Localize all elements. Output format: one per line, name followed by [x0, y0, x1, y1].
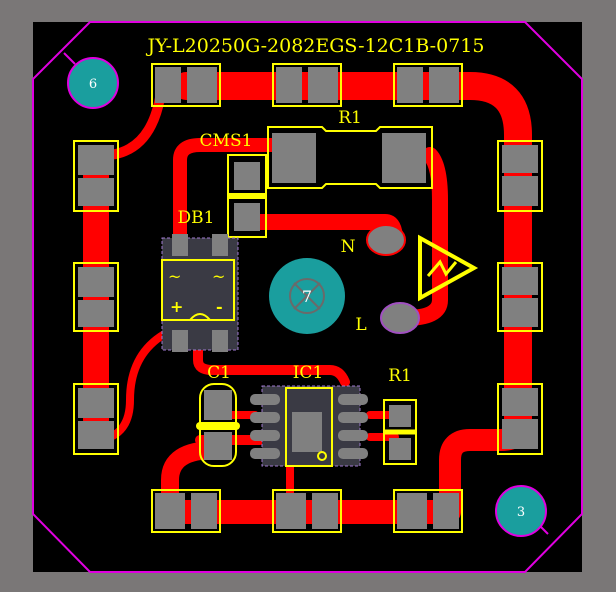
bridge-plus: + — [170, 297, 183, 316]
label-cms1: CMS1 — [200, 131, 253, 151]
board-outline — [32, 21, 583, 573]
center-hole-7-label: 7 — [302, 287, 312, 306]
mounting-hole-6-label: 6 — [89, 77, 97, 92]
ic-ic1 — [250, 385, 368, 467]
led-bottom-left — [151, 489, 221, 533]
led-bottom-right — [393, 489, 463, 533]
center-hole-7 — [269, 258, 345, 334]
led-left-bottom — [73, 383, 119, 455]
led-pads — [73, 63, 543, 533]
led-bottom-mid — [272, 489, 342, 533]
corner-cut-tl — [63, 52, 76, 65]
led-top-mid — [272, 63, 342, 107]
pad-l — [380, 302, 420, 334]
hazard-warning-icon — [418, 234, 479, 302]
board-title: JY-L20250G-2082EGS-12C1B-0715 — [146, 35, 485, 57]
bridge-minus: - — [216, 297, 223, 316]
label-r1-right: R1 — [388, 366, 412, 386]
bridge-ac-left: ~ — [168, 267, 181, 286]
led-right-mid — [497, 262, 543, 332]
label-c1: C1 — [207, 363, 231, 383]
pad-n — [366, 224, 406, 256]
label-ic1: IC1 — [293, 363, 324, 383]
component-cms1 — [227, 154, 267, 238]
led-right-bottom — [497, 383, 543, 455]
mounting-hole-3 — [495, 485, 547, 537]
led-right-top — [497, 140, 543, 212]
capacitor-c1 — [196, 383, 240, 467]
label-db1: DB1 — [178, 208, 215, 228]
label-r1-top: R1 — [338, 108, 362, 128]
label-l: L — [355, 315, 366, 335]
label-n: N — [341, 237, 356, 257]
led-top-right — [393, 63, 463, 107]
mounting-hole-6 — [67, 57, 119, 109]
bridge-db1 — [161, 234, 239, 352]
led-left-mid — [73, 262, 119, 332]
led-top-left — [151, 63, 221, 107]
mounting-hole-3-label: 3 — [517, 505, 525, 520]
resistor-r1-small — [383, 399, 417, 465]
resistor-r1-top — [267, 126, 433, 189]
led-left-top — [73, 140, 119, 212]
bridge-ac-right: ~ — [212, 267, 225, 286]
